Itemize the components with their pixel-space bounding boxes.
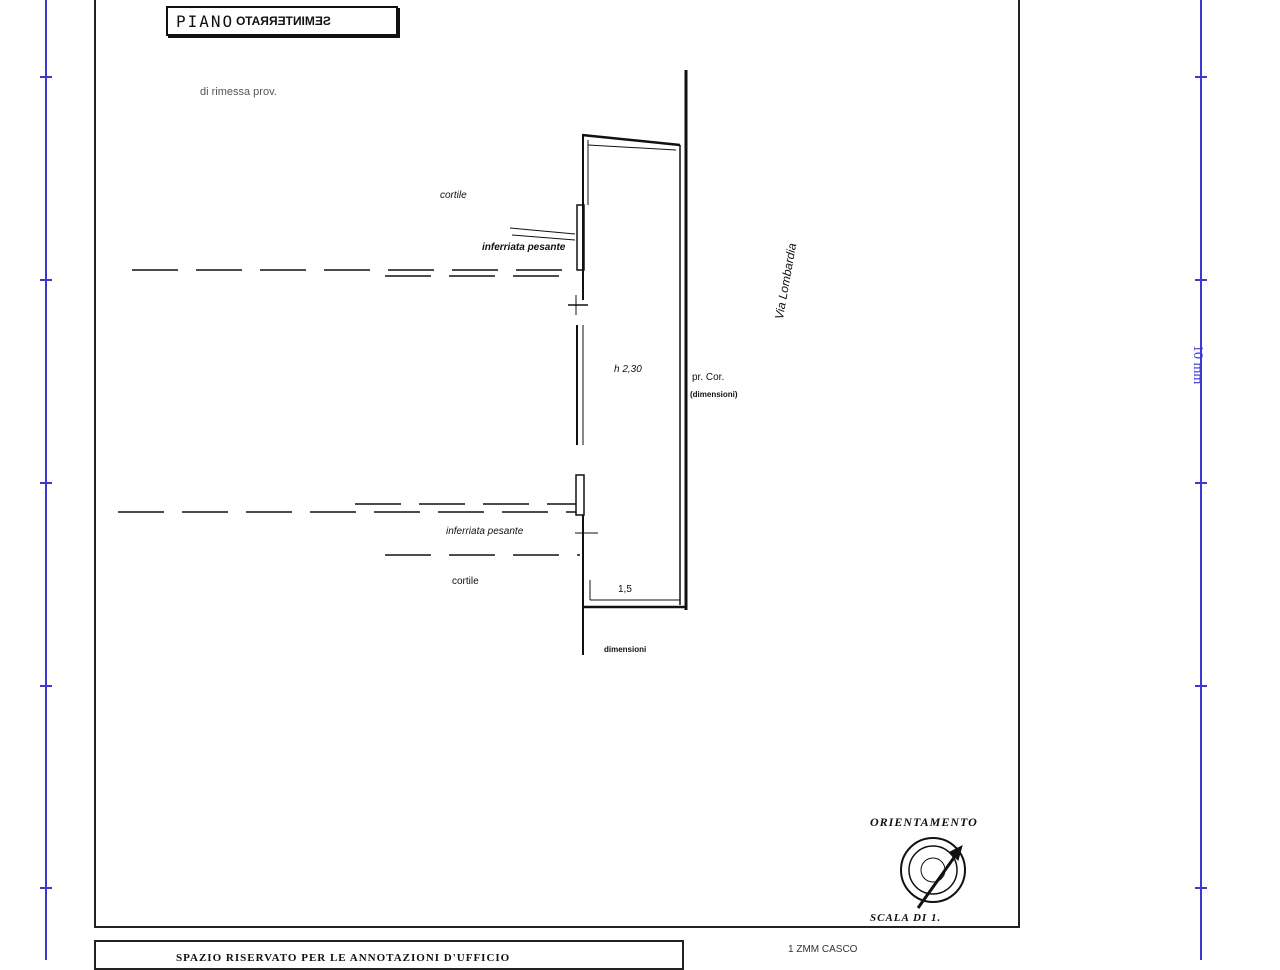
right-ruler-tick <box>1195 685 1207 687</box>
label-cortile-top: cortile <box>440 190 467 201</box>
left-ruler-tick <box>40 887 52 889</box>
left-ruler-tick <box>40 76 52 78</box>
label-lower-small: 1,5 <box>618 584 632 595</box>
right-ruler-tick <box>1195 279 1207 281</box>
plan-leader-line <box>511 234 576 241</box>
left-ruler <box>45 0 47 960</box>
footer-right-text: 1 ZMM CASCO <box>788 944 858 955</box>
left-ruler-tick <box>40 279 52 281</box>
left-ruler-tick <box>40 685 52 687</box>
right-ruler-tick <box>1195 482 1207 484</box>
compass <box>900 837 966 909</box>
scale-label: SCALA DI 1. <box>870 912 942 924</box>
drawing-frame <box>94 0 1020 928</box>
plan-leader-line <box>509 227 576 235</box>
title-piano: PIANO <box>176 11 235 31</box>
office-notes-text: SPAZIO RISERVATO PER LE ANNOTAZIONI D'UF… <box>176 952 511 964</box>
label-corridor: pr. Cor. <box>692 372 725 383</box>
left-ruler-tick <box>40 482 52 484</box>
plan-window-upper <box>576 204 585 271</box>
top-note: di rimessa prov. <box>200 86 277 98</box>
label-height: h 2,30 <box>614 364 642 375</box>
right-ruler <box>1200 0 1202 960</box>
plan-window-lower <box>575 474 585 516</box>
plan-top-wall <box>581 133 681 147</box>
orientation-label: ORIENTAMENTO <box>870 815 978 829</box>
label-lower-bottom: dimensioni <box>604 645 647 654</box>
right-ruler-tick <box>1195 887 1207 889</box>
label-corridor-sub: (dimensioni) <box>690 390 738 399</box>
label-inferriata-top: inferriata pesante <box>482 242 566 253</box>
plan-top-wall-inner <box>587 144 677 151</box>
label-inferriata-bottom: inferriata pesante <box>446 526 524 537</box>
label-cortile-bottom: cortile <box>452 576 479 587</box>
title-box: PIANO SEMINTERRATO <box>166 6 398 36</box>
right-ruler-tick <box>1195 76 1207 78</box>
office-notes-box: SPAZIO RISERVATO PER LE ANNOTAZIONI D'UF… <box>94 940 684 970</box>
